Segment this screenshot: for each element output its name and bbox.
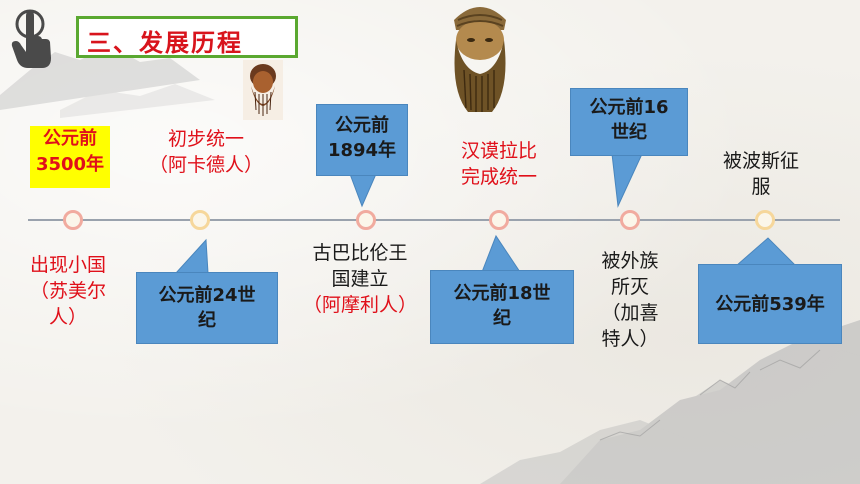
date-text: 公元前16 <box>589 97 669 118</box>
callout-box: 公元前18世 纪 <box>430 270 574 344</box>
date-text: 世纪 <box>611 122 647 143</box>
date-callout: 公元前16 世纪 <box>570 88 688 212</box>
callout-box: 公元前16 世纪 <box>570 88 688 156</box>
event-text: （苏美尔 <box>29 280 106 302</box>
timeline-dot <box>489 210 509 230</box>
event-text: 古巴比伦王 <box>312 242 408 264</box>
event-text: 服 <box>751 176 771 198</box>
date-text: 公元前 <box>43 128 97 149</box>
callout-box: 公元前539年 <box>698 264 842 344</box>
date-label-highlight: 公元前 3500年 <box>30 126 110 188</box>
event-text: 被外族 <box>601 250 659 272</box>
event-text: 完成统一 <box>460 166 537 188</box>
date-callout: 公元前 1894年 <box>316 104 408 214</box>
callout-box: 公元前24世 纪 <box>136 272 278 344</box>
section-title: 三、发展历程 <box>87 29 243 57</box>
date-text: 公元前539年 <box>715 294 825 315</box>
date-text: 公元前18世 <box>453 283 551 304</box>
date-text: 纪 <box>198 310 216 331</box>
event-text: 被波斯征 <box>722 150 799 172</box>
event-label: 被波斯征 服 <box>706 148 816 200</box>
event-text: （阿卡德人） <box>148 154 263 176</box>
event-label: 汉谟拉比 完成统一 <box>444 138 554 190</box>
date-text: 公元前24世 <box>158 285 256 306</box>
event-text: （加喜 <box>601 302 659 324</box>
timeline-dot <box>356 210 376 230</box>
event-text: 出现小国 <box>29 254 106 276</box>
timeline-dot <box>190 210 210 230</box>
date-callout: 公元前24世 纪 <box>136 235 278 345</box>
akkadian-head-portrait <box>243 60 283 120</box>
date-text: 公元前 <box>335 115 389 136</box>
timeline-dot <box>620 210 640 230</box>
event-label: 被外族 所灭 （加喜 特人） <box>590 248 670 352</box>
timeline-dot <box>755 210 775 230</box>
event-text: 汉谟拉比 <box>460 140 537 162</box>
event-label: 古巴比伦王 国建立 （阿摩利人） <box>290 240 430 318</box>
date-text: 3500年 <box>35 154 105 175</box>
date-text: 1894年 <box>327 140 397 161</box>
timeline-dot <box>63 210 83 230</box>
callout-box: 公元前 1894年 <box>316 104 408 176</box>
date-text: 纪 <box>493 308 511 329</box>
event-text: 国建立 <box>331 268 389 290</box>
date-callout: 公元前539年 <box>698 236 842 344</box>
section-title-box: 三、发展历程 <box>76 16 298 58</box>
event-text: 人） <box>48 306 87 328</box>
event-text: 所灭 <box>610 276 649 298</box>
event-text: 特人） <box>601 328 659 350</box>
hand-pointer-icon <box>11 9 51 68</box>
hammurabi-head-portrait <box>454 7 506 112</box>
event-text: （阿摩利人） <box>302 294 417 316</box>
event-label: 出现小国 （苏美尔 人） <box>12 252 124 330</box>
timeline-axis <box>28 219 840 221</box>
date-callout: 公元前18世 纪 <box>430 232 574 344</box>
event-label: 初步统一 （阿卡德人） <box>136 126 276 178</box>
event-text: 初步统一 <box>167 128 244 150</box>
